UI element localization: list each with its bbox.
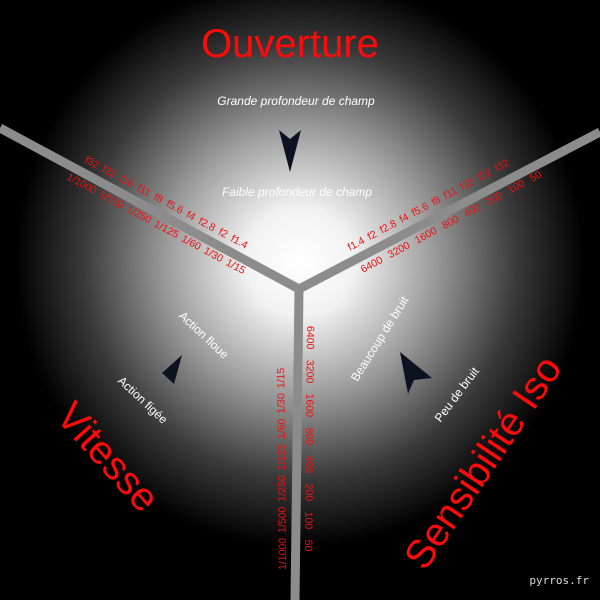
axis-left	[0, 124, 302, 293]
iso-bottom-scale: 6400 3200 1600 800 400 200 100 50	[302, 326, 316, 552]
iso-bottom-tick-7: 50	[302, 540, 314, 552]
site-credit: pyrros.fr	[529, 574, 589, 587]
title-aperture: Ouverture	[201, 22, 379, 66]
iso-bottom-tick-5: 200	[302, 484, 314, 502]
speed-bottom-tick-4: 1/60	[276, 418, 288, 439]
speed-bottom-tick-5: 1/30	[275, 393, 287, 414]
arrow-up-left-right-icon	[400, 352, 432, 394]
axis-bars	[0, 124, 600, 600]
iso-bottom-tick-4: 400	[303, 456, 315, 474]
iso-bottom-tick-1: 3200	[303, 360, 315, 384]
iso-bottom-tick-6: 100	[302, 512, 314, 530]
speed-bottom-tick-2: 1/250	[276, 475, 288, 502]
iso-bottom-tick-3: 800	[303, 428, 315, 446]
aperture-right-tick-6: f11	[442, 185, 460, 202]
aperture-bottom-text: Faible profondeur de champ	[222, 185, 372, 199]
arrow-down-icon	[279, 130, 301, 172]
speed-bottom-tick-3: 1/125	[276, 444, 288, 471]
iso-bottom-tick-2: 1600	[303, 394, 315, 418]
iso-bottom-tick-0: 6400	[304, 326, 316, 350]
speed-bottom-tick-1: 1/500	[276, 506, 288, 533]
axis-bottom	[290, 288, 304, 600]
aperture-top-text: Grande profondeur de champ	[217, 94, 375, 108]
arrow-up-left-icon	[162, 355, 182, 384]
speed-bottom-tick-0: 1/1000	[277, 538, 289, 570]
speed-bottom-tick-6: 1/15	[275, 368, 287, 389]
aperture-left-tick-3: f11	[135, 182, 153, 199]
axis-right	[296, 128, 600, 293]
speed-bottom-scale: 1/1000 1/500 1/250 1/125 1/60 1/30 1/15	[275, 368, 289, 570]
iso-right-tick-7: 50	[528, 168, 544, 184]
